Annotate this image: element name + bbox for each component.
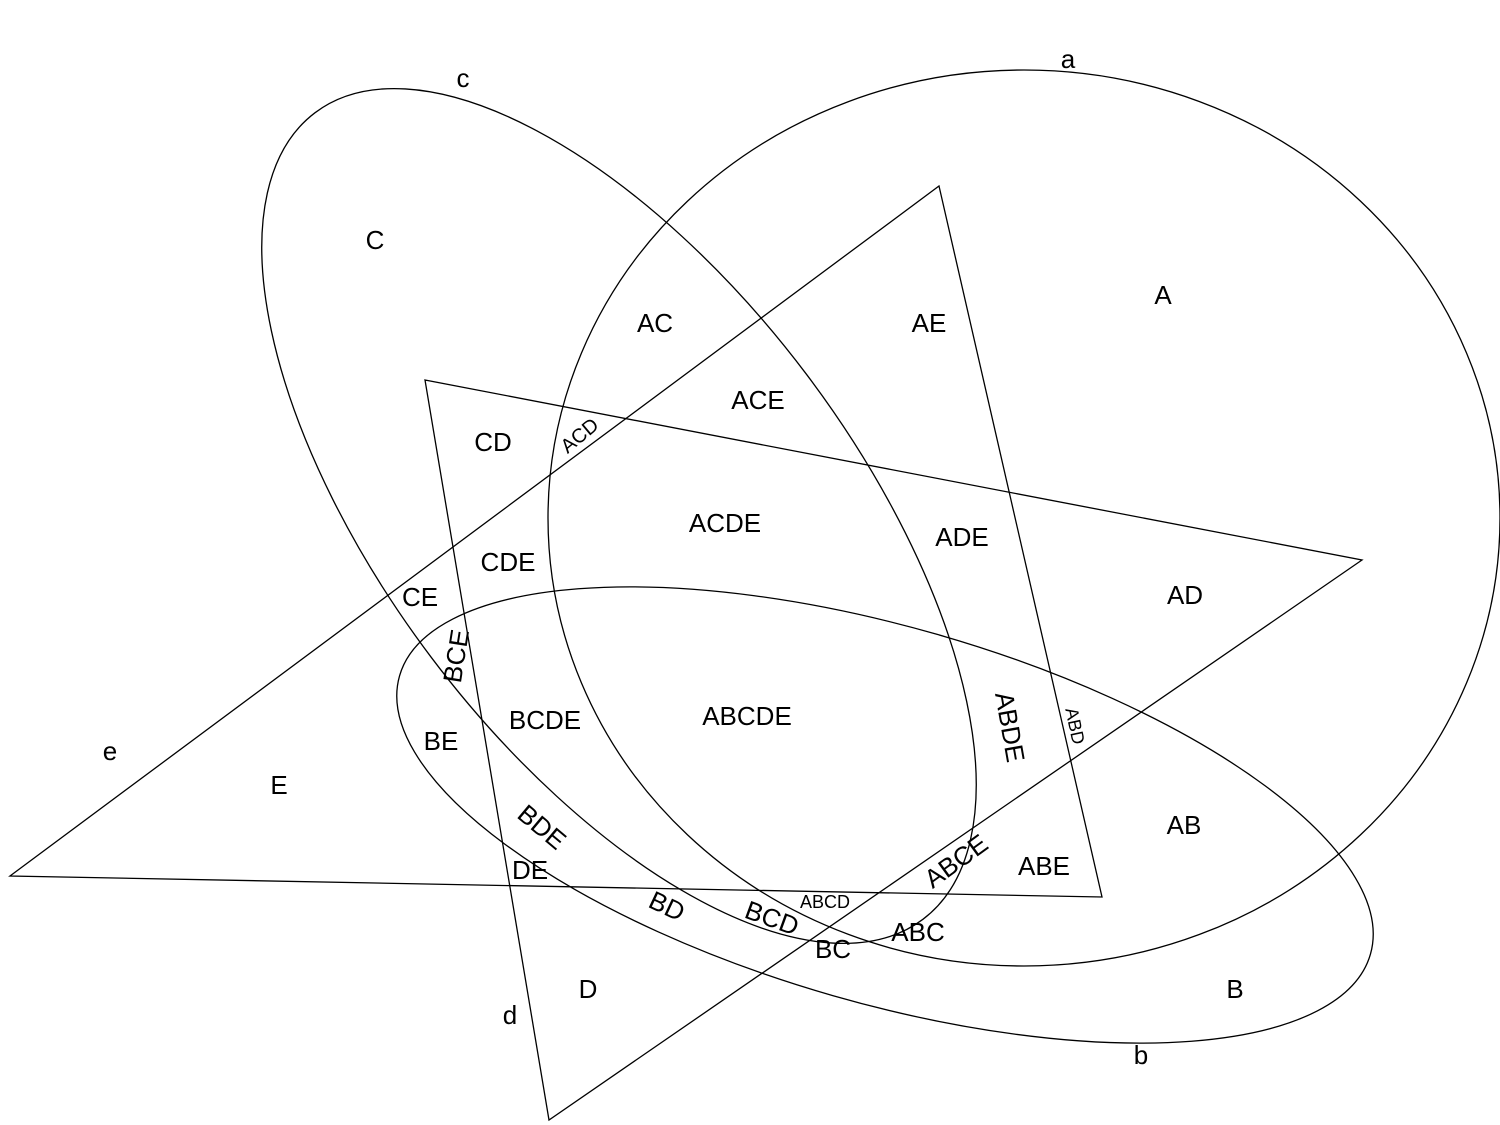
region-label-ce: CE	[402, 582, 438, 612]
region-label-c: C	[366, 225, 385, 255]
region-label-abde: ABDE	[989, 690, 1031, 765]
region-label-ac: AC	[637, 308, 673, 338]
set-label-e: e	[103, 736, 117, 766]
region-label-de: DE	[512, 855, 548, 885]
set-label-a: a	[1061, 44, 1076, 74]
region-label-e: E	[270, 770, 287, 800]
region-label-abcde: ABCDE	[702, 701, 792, 731]
set-label-b: b	[1134, 1040, 1148, 1070]
region-label-abc: ABC	[891, 917, 944, 947]
set-label-c: c	[457, 63, 470, 93]
set-e-triangle	[8, 184, 1103, 898]
region-label-bde: BDE	[512, 798, 572, 855]
region-label-ad: AD	[1167, 580, 1203, 610]
set-a-ellipse	[547, 69, 1500, 967]
set-b-ellipse	[396, 586, 1374, 1044]
region-label-cd: CD	[474, 427, 512, 457]
region-label-abcd: ABCD	[800, 892, 850, 912]
region-label-bce: BCE	[437, 627, 475, 685]
region-label-d: D	[579, 974, 598, 1004]
set-label-d: d	[503, 1000, 517, 1030]
region-label-bcd: BCD	[741, 895, 803, 942]
region-label-be: BE	[424, 726, 459, 756]
region-label-acde: ACDE	[689, 508, 761, 538]
region-label-acd: ACD	[557, 414, 603, 458]
set-c-ellipse	[261, 87, 977, 945]
region-label-abe: ABE	[1018, 851, 1070, 881]
region-label-ace: ACE	[731, 385, 784, 415]
region-label-b: B	[1226, 974, 1243, 1004]
region-label-abce: ABCE	[919, 828, 994, 894]
region-label-bc: BC	[815, 934, 851, 964]
region-label-ab: AB	[1167, 810, 1202, 840]
region-label-a: A	[1154, 280, 1172, 310]
set-d-triangle	[424, 379, 1364, 1122]
region-label-ae: AE	[912, 308, 947, 338]
region-label-ade: ADE	[935, 522, 988, 552]
region-label-bcde: BCDE	[509, 705, 581, 735]
region-label-cde: CDE	[481, 547, 536, 577]
